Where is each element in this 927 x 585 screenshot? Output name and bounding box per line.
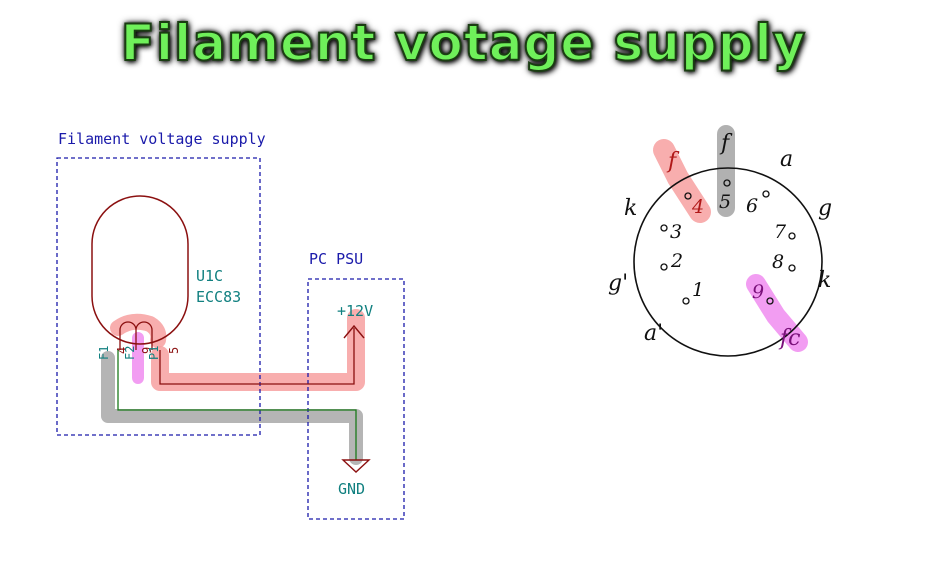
label-g-right: g xyxy=(818,196,832,221)
label-a-left: a' xyxy=(644,321,663,346)
label-k-left: k xyxy=(624,196,637,221)
tube-ref-label: U1C xyxy=(196,267,223,285)
pin-hole-2 xyxy=(660,263,668,271)
filament-symbol xyxy=(119,321,153,350)
red-pin4-highlight xyxy=(653,139,711,223)
label-a: a xyxy=(780,147,793,172)
tube-envelope xyxy=(91,195,189,345)
pin-hole-8 xyxy=(788,264,796,272)
pin-number-1: 1 xyxy=(692,279,704,301)
pin-hole-7 xyxy=(788,232,796,240)
label-fc: fc xyxy=(778,326,800,351)
pin-holes xyxy=(660,179,796,305)
pin-hole-5 xyxy=(723,179,731,187)
pin-number-4: 4 xyxy=(691,196,704,218)
pin-number-3: 3 xyxy=(670,221,682,243)
ground-wire xyxy=(117,350,357,460)
ground-label: GND xyxy=(338,480,365,498)
pin-hole-9 xyxy=(766,297,774,305)
pin-5-label: 5 xyxy=(167,347,181,354)
filament-supply-box-label: Filament voltage supply xyxy=(58,130,266,148)
label-g-left: g' xyxy=(608,271,628,296)
pin-f1-label: F1 xyxy=(97,346,111,360)
magenta-pin9-highlight xyxy=(746,274,808,352)
pin-p1-label: P1 xyxy=(147,346,161,360)
pin-hole-6 xyxy=(762,190,770,198)
label-k-right: k xyxy=(818,268,831,293)
pc-psu-box-label: PC PSU xyxy=(309,250,363,268)
pin-number-9: 9 xyxy=(752,281,764,303)
supply-arrow-symbol xyxy=(343,324,365,339)
pin-number-5: 5 xyxy=(719,191,731,213)
tube-type-label: ECC83 xyxy=(196,288,241,306)
supply-voltage-label: +12V xyxy=(337,302,373,320)
pin-hole-4 xyxy=(684,192,692,200)
pin-number-7: 7 xyxy=(774,221,787,243)
supply-wire xyxy=(159,328,355,385)
pin-f2-label: F2 xyxy=(123,346,137,360)
pin-numbers: 1 2 3 4 5 6 7 8 9 xyxy=(670,191,787,303)
filament-supply-box xyxy=(56,157,261,436)
pin-number-6: 6 xyxy=(746,195,758,217)
pin-hole-1 xyxy=(682,297,690,305)
ground-symbol xyxy=(341,459,371,473)
tube-base-circle xyxy=(633,167,823,357)
pinout-highlights xyxy=(653,125,808,352)
pin-number-2: 2 xyxy=(670,250,683,272)
schematic-highlights xyxy=(101,309,365,465)
pin-hole-3 xyxy=(660,224,668,232)
red-supply-highlight xyxy=(151,309,365,391)
pin-4-label: 4 xyxy=(115,347,129,354)
page-title: Filament votage supply xyxy=(120,13,807,73)
pin-number-8: 8 xyxy=(772,251,784,273)
pin-9-label: 9 xyxy=(140,347,154,354)
